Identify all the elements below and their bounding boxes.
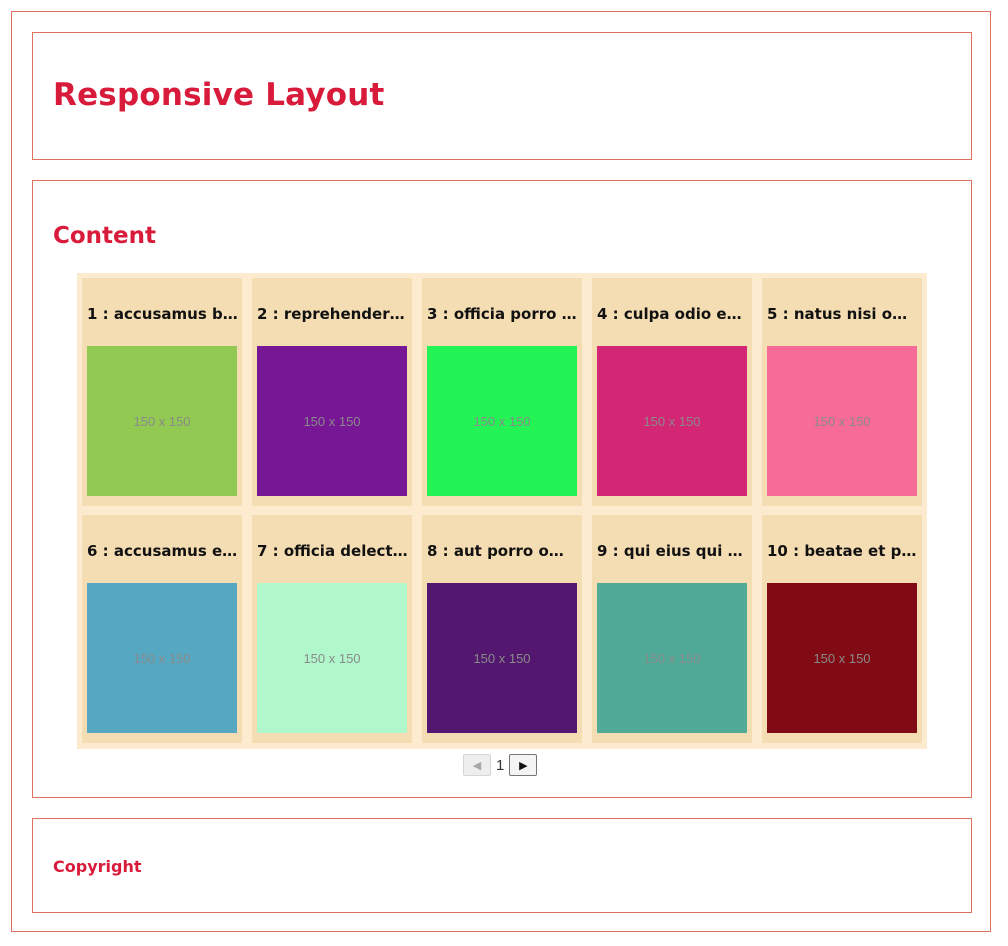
header-section: Responsive Layout (32, 32, 972, 160)
photo-card[interactable]: 8 : aut porro officiis laborum odit ea l… (422, 515, 582, 743)
photo-grid: 1 : accusamus beatae ad facilis cum simi… (77, 273, 927, 749)
triangle-right-icon: ▶ (519, 758, 528, 772)
current-page-number: 1 (496, 756, 505, 774)
photo-card[interactable]: 6 : accusamus ea aliquid et amet sequi n… (82, 515, 242, 743)
pagination: ◀ 1 ▶ (463, 753, 538, 777)
page-container (11, 11, 991, 932)
photo-card-title: 9 : qui eius qui autem sed (597, 542, 749, 560)
photo-thumbnail[interactable]: 150 x 150 (427, 583, 577, 733)
photo-card-title: 8 : aut porro officiis laborum odit ea l… (427, 542, 579, 560)
photo-card[interactable]: 10 : beatae et provident et ut vel 150 x… (762, 515, 922, 743)
thumbnail-label: 150 x 150 (643, 413, 701, 429)
photo-card[interactable]: 5 : natus nisi omnis corporis facere mol… (762, 278, 922, 506)
footer-section: Copyright (32, 818, 972, 913)
photo-card[interactable]: 7 : officia delectus consequatur vero au… (252, 515, 412, 743)
photo-card-title: 2 : reprehenderit est deserunt velit ips… (257, 305, 409, 323)
thumbnail-label: 150 x 150 (303, 650, 361, 666)
content-section: Content 1 : accusamus beatae ad facilis … (32, 180, 972, 798)
thumbnail-label: 150 x 150 (643, 650, 701, 666)
photo-thumbnail[interactable]: 150 x 150 (87, 346, 237, 496)
photo-card-title: 1 : accusamus beatae ad facilis cum simi… (87, 305, 239, 323)
photo-thumbnail[interactable]: 150 x 150 (257, 346, 407, 496)
photo-thumbnail[interactable]: 150 x 150 (597, 583, 747, 733)
photo-card[interactable]: 1 : accusamus beatae ad facilis cum simi… (82, 278, 242, 506)
photo-thumbnail[interactable]: 150 x 150 (767, 583, 917, 733)
copyright-text: Copyright (53, 857, 142, 876)
photo-card-title: 4 : culpa odio esse rerum omnis laborios… (597, 305, 749, 323)
thumbnail-label: 150 x 150 (133, 413, 191, 429)
photo-card[interactable]: 2 : reprehenderit est deserunt velit ips… (252, 278, 412, 506)
photo-thumbnail[interactable]: 150 x 150 (427, 346, 577, 496)
previous-page-button[interactable]: ◀ (463, 754, 491, 776)
photo-thumbnail[interactable]: 150 x 150 (257, 583, 407, 733)
photo-card-title: 5 : natus nisi omnis corporis facere mol… (767, 305, 919, 323)
page-title: Responsive Layout (53, 77, 385, 113)
thumbnail-label: 150 x 150 (473, 650, 531, 666)
photo-thumbnail[interactable]: 150 x 150 (767, 346, 917, 496)
next-page-button[interactable]: ▶ (509, 754, 538, 776)
thumbnail-label: 150 x 150 (813, 650, 871, 666)
thumbnail-label: 150 x 150 (133, 650, 191, 666)
triangle-left-icon: ◀ (472, 758, 482, 772)
content-title: Content (53, 223, 157, 249)
photo-card-title: 6 : accusamus ea aliquid et amet sequi n… (87, 542, 239, 560)
photo-card-title: 10 : beatae et provident et ut vel (767, 542, 919, 560)
photo-thumbnail[interactable]: 150 x 150 (87, 583, 237, 733)
photo-card[interactable]: 9 : qui eius qui autem sed 150 x 150 (592, 515, 752, 743)
photo-card-title: 7 : officia delectus consequatur vero au… (257, 542, 409, 560)
photo-card[interactable]: 4 : culpa odio esse rerum omnis laborios… (592, 278, 752, 506)
thumbnail-label: 150 x 150 (303, 413, 361, 429)
thumbnail-label: 150 x 150 (813, 413, 871, 429)
photo-thumbnail[interactable]: 150 x 150 (597, 346, 747, 496)
thumbnail-label: 150 x 150 (473, 413, 531, 429)
